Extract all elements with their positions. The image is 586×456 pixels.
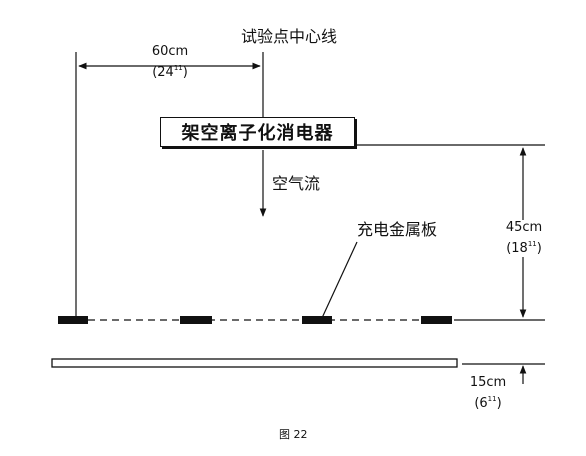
- vertical-dimension-15-metric: 15cm: [469, 375, 507, 390]
- airflow-label: 空气流: [272, 174, 321, 193]
- horizontal-dimension-label: 60cm (2411): [145, 44, 195, 81]
- horizontal-dimension-imperial: (2411): [152, 64, 188, 80]
- horizontal-dimension-metric: 60cm: [151, 44, 189, 59]
- plate-block-4: [421, 316, 452, 324]
- plate-block-2: [180, 316, 212, 324]
- ionizer-box: 架空离子化消电器: [160, 117, 355, 147]
- vertical-dimension-15-label: 15cm (611): [462, 375, 514, 412]
- vertical-dimension-45-label: 45cm (1811): [498, 220, 550, 257]
- plate-block-3: [302, 316, 332, 324]
- charged-plate-leader: [321, 241, 358, 319]
- vertical-dimension-45-imperial: (1811): [506, 240, 542, 256]
- vertical-dimension-45-metric: 45cm: [505, 220, 543, 235]
- vertical-dimension-15-imperial: (611): [474, 395, 502, 411]
- center-line-label: 试验点中心线: [241, 27, 338, 46]
- ionizer-label: 架空离子化消电器: [181, 123, 334, 144]
- figure-caption: 图 22: [279, 428, 308, 441]
- plate-block-1: [58, 316, 88, 324]
- charged-plate-label: 充电金属板: [357, 220, 438, 239]
- ground-plate: [51, 358, 458, 368]
